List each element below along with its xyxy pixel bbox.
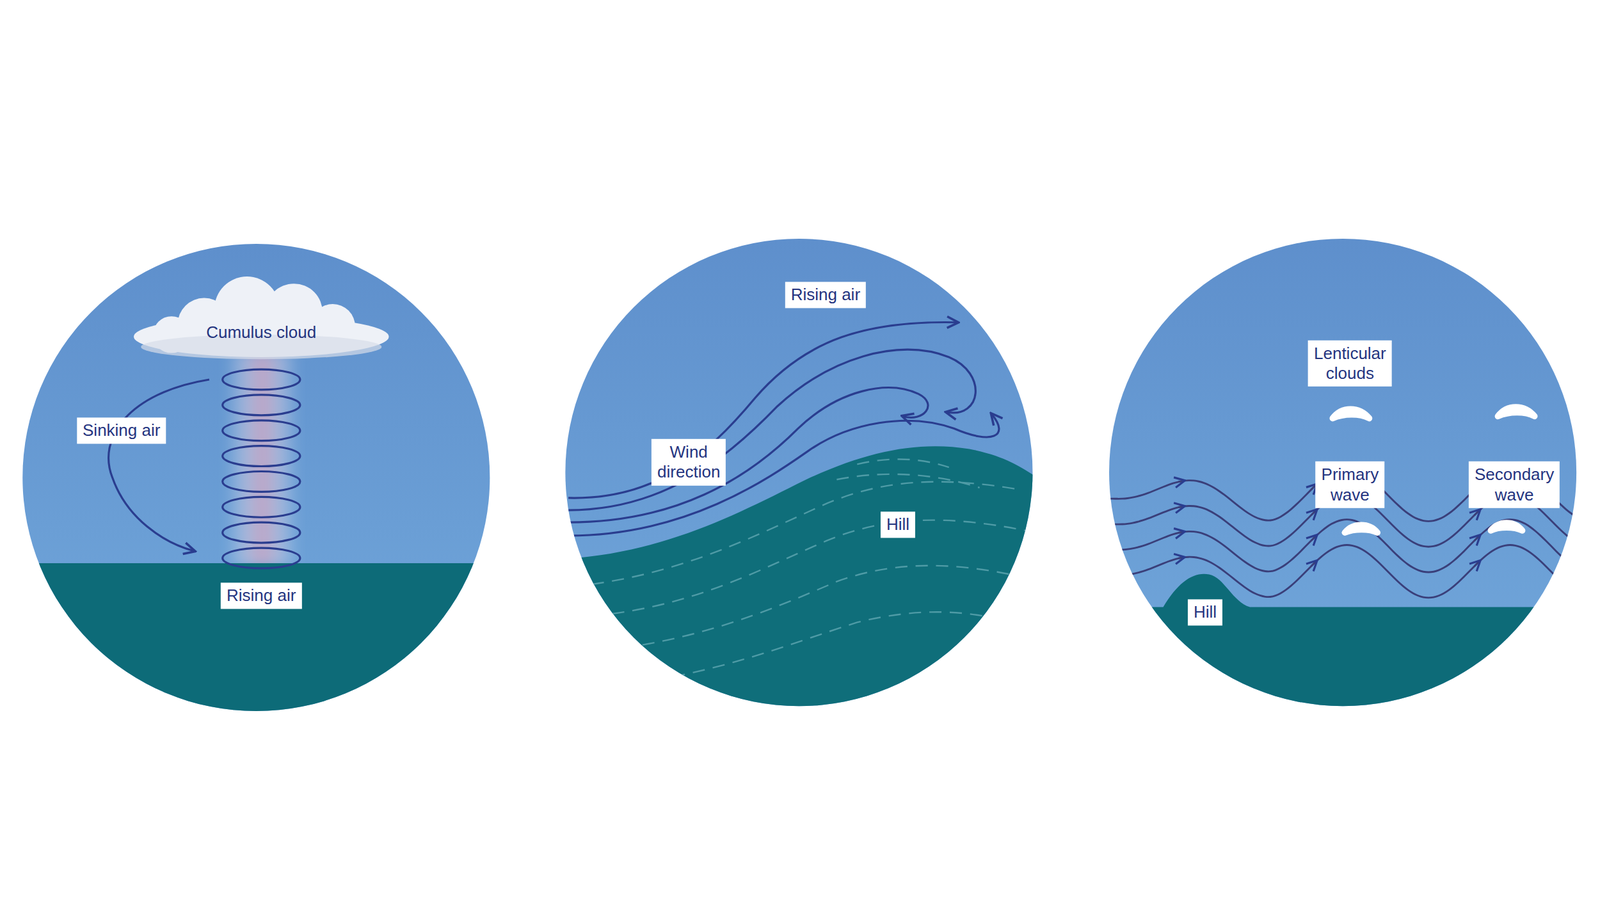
wind-line (568, 349, 976, 511)
contour (612, 611, 1011, 686)
cumulus-cloud (133, 276, 390, 360)
ground (20, 563, 495, 717)
lenticular-cloud (1332, 408, 1369, 418)
wave-label: Secondary wave (1468, 461, 1560, 508)
rising-spiral (222, 369, 301, 569)
spiral-loop (222, 369, 301, 390)
contour (571, 481, 1021, 587)
wave-arrow (1474, 510, 1480, 516)
sky (561, 234, 1041, 715)
sinking-air-arrow (108, 379, 210, 552)
air-label: Rising air (220, 583, 302, 610)
wave-label: Primary wave (1315, 461, 1385, 508)
hill-label: Hill (880, 511, 916, 538)
wave-arrow (1311, 561, 1317, 567)
sky (1104, 234, 1584, 715)
wave-arrow (1178, 506, 1184, 508)
wind-line (568, 414, 1000, 536)
cloud-label: Lenticular clouds (1308, 339, 1392, 386)
cloud-label: Cumulus cloud (200, 319, 322, 346)
spiral-loop (222, 522, 301, 543)
wave-arrow (1474, 535, 1480, 541)
wind-label: Wind direction (651, 439, 726, 486)
contour (836, 474, 980, 488)
hill (561, 446, 1041, 715)
ridge-panel (561, 234, 1041, 715)
wind-lines (568, 322, 1000, 536)
hill-contours (571, 458, 1026, 686)
spiral-loop (222, 547, 301, 569)
wave-panel (1104, 234, 1584, 715)
contour (856, 458, 949, 468)
wave-line (1107, 545, 1577, 598)
lenticular-cloud (1344, 524, 1378, 533)
contour (571, 520, 1026, 618)
spiral-loop (222, 471, 301, 492)
wave-arrow (1311, 535, 1317, 541)
wave-arrow (1178, 531, 1184, 534)
spiral-loop (222, 446, 301, 467)
wave-arrow (1178, 557, 1184, 559)
spiral-loop (222, 394, 301, 416)
lenticular-cloud (1497, 407, 1535, 416)
thermal-panel (20, 242, 495, 717)
wave-arrow (1311, 510, 1317, 516)
air-label: Rising air (785, 281, 866, 308)
contour (581, 565, 1021, 654)
ground-with-hill (1104, 574, 1584, 715)
warm-air-column (226, 352, 299, 567)
spiral-loop (222, 496, 301, 518)
wind-line (568, 387, 928, 523)
hill-label: Hill (1187, 599, 1223, 626)
lenticular-cloud (1490, 522, 1522, 531)
air-label: Sinking air (76, 417, 166, 444)
wave-arrow (1178, 480, 1184, 482)
wave-arrow (1474, 561, 1480, 567)
spiral-loop (222, 420, 301, 441)
wind-line (568, 322, 957, 499)
